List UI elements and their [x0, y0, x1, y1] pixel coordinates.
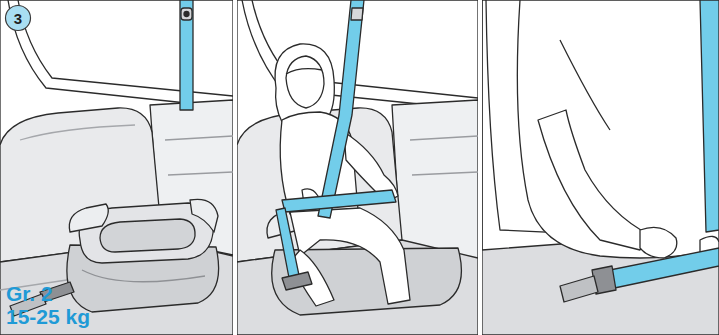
- panel-child-seated: [237, 0, 478, 335]
- callout-text: 3: [14, 11, 22, 26]
- panel-belt-closeup: [482, 0, 719, 335]
- panel-empty-seat: [0, 0, 233, 335]
- group-label: Gr. 2: [6, 283, 53, 305]
- callout-number: 3: [4, 4, 32, 32]
- group-label: 15-25 kg: [6, 306, 90, 328]
